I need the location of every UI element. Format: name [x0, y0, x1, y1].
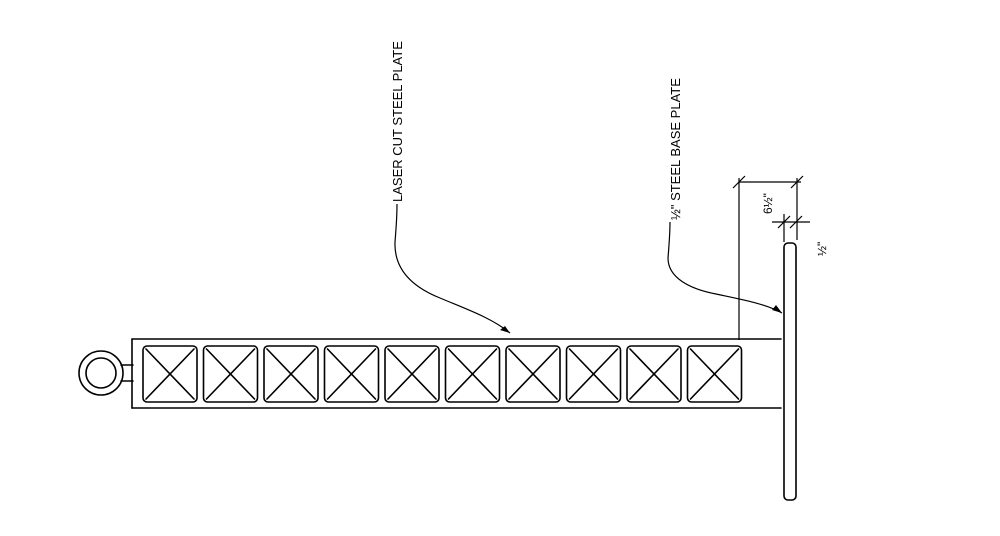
truss-panels: [142, 345, 743, 403]
dimension-plate-thickness-label: ½": [815, 242, 829, 256]
dimension-base-offset: 6½": [732, 175, 804, 340]
truss-panel: [444, 345, 501, 403]
truss-panel: [505, 345, 561, 403]
dimension-plate-thickness: ½": [772, 214, 829, 256]
truss-panel: [384, 345, 440, 403]
truss-panel: [686, 345, 743, 403]
leader-laser-cut: LASER CUT STEEL PLATE: [390, 41, 511, 334]
truss-panel: [263, 345, 319, 403]
label-steel-base-plate: ½" STEEL BASE PLATE: [668, 78, 683, 220]
steel-base-plate: [783, 242, 797, 501]
dimension-base-offset-label: 6½": [761, 193, 775, 214]
truss-panel: [626, 345, 682, 403]
truss-panel: [202, 345, 259, 403]
eye-ring: [78, 350, 134, 396]
leader-base-plate: ½" STEEL BASE PLATE: [667, 78, 783, 314]
label-laser-cut-steel-plate: LASER CUT STEEL PLATE: [390, 41, 405, 202]
truss-panel: [142, 345, 198, 403]
truss-panel: [565, 345, 622, 403]
truss-panel: [323, 345, 380, 403]
laser-cut-arm: [131, 338, 782, 409]
